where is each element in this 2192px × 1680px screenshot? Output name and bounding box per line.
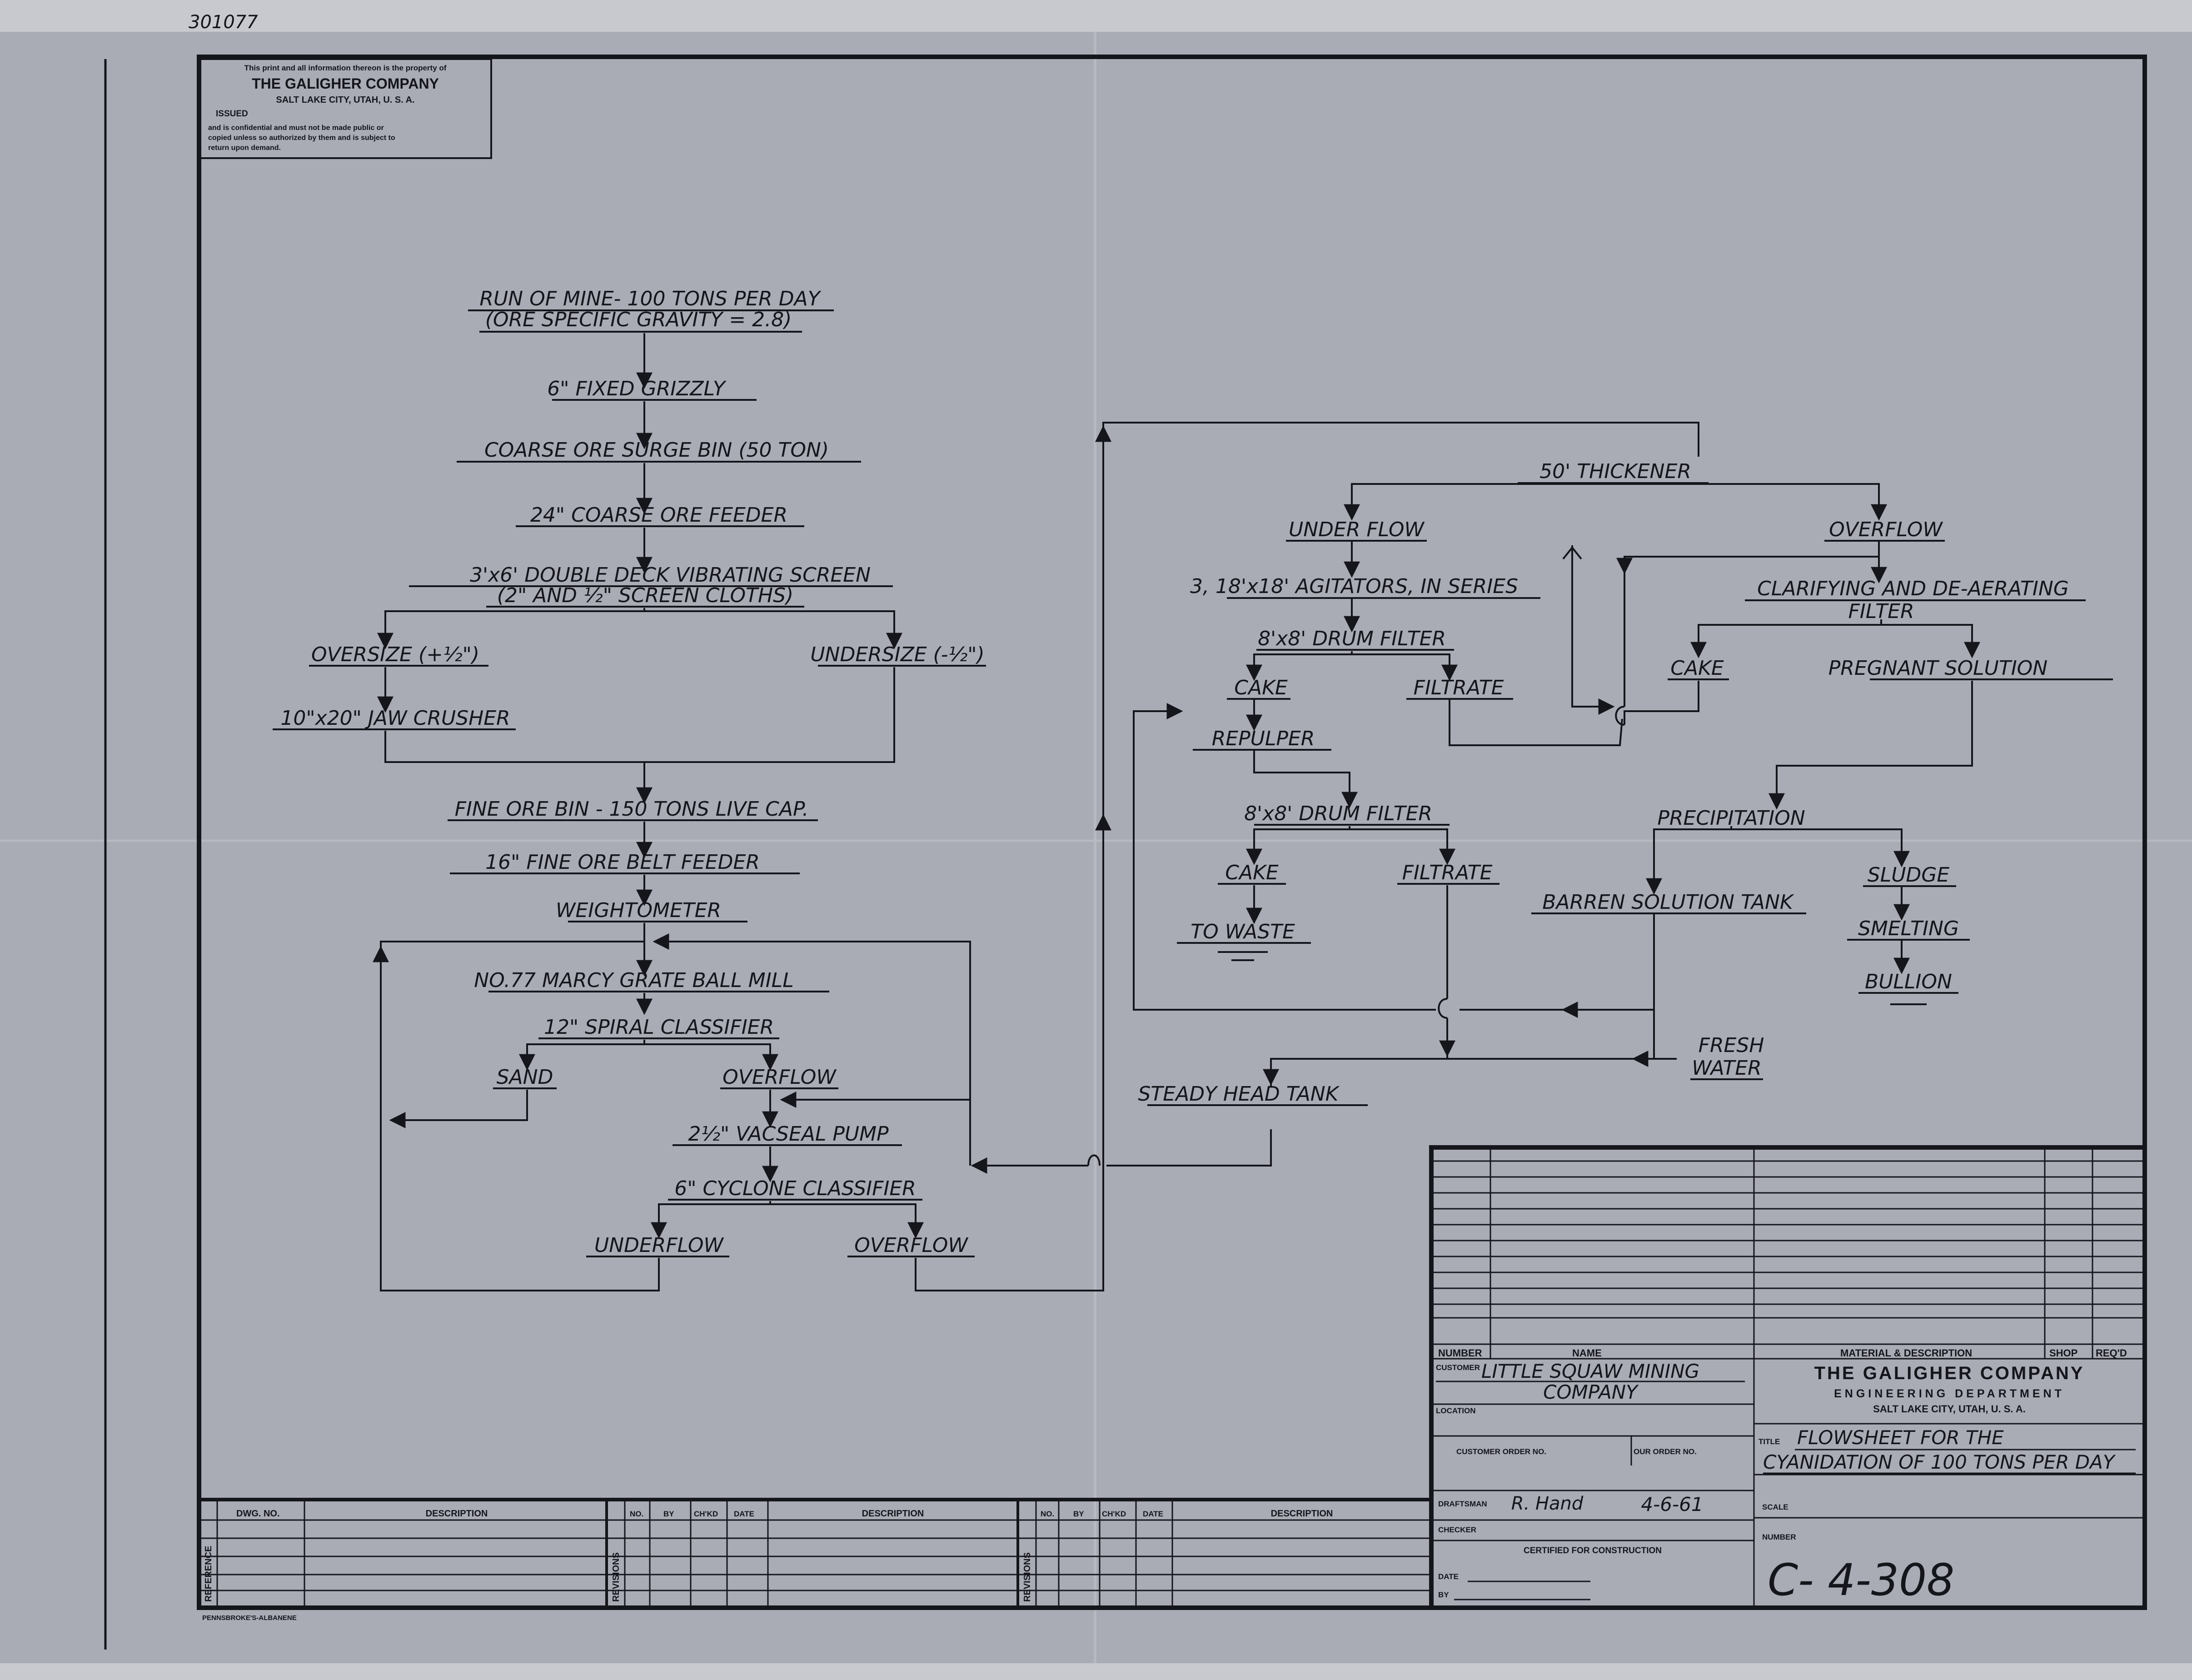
tb-title-line-1: FLOWSHEET FOR THE (1797, 1426, 2004, 1449)
tb-checker-label: CHECKER (1438, 1525, 1476, 1534)
label-spiral-classifier: 12" SPIRAL CLASSIFIER (544, 1016, 774, 1039)
label-jaw-crusher: 10"x20" JAW CRUSHER (280, 707, 510, 730)
rev1-vertical-label: REVISIONS (611, 1552, 621, 1602)
tb-certified-label: CERTIFIED FOR CONSTRUCTION (1524, 1546, 1662, 1555)
tb-number-label: NUMBER (1762, 1533, 1796, 1541)
tb-company: THE GALIGHER COMPANY (1814, 1363, 2085, 1383)
label-cyclone: 6" CYCLONE CLASSIFIER (674, 1177, 916, 1200)
label-belt-feeder: 16" FINE ORE BELT FEEDER (485, 851, 760, 874)
label-gravity: (ORE SPECIFIC GRAVITY = 2.8) (485, 308, 792, 331)
notice-line3: copied unless so authorized by them and … (208, 134, 395, 142)
notice-issued: ISSUED (216, 109, 248, 119)
tb-customer-label: CUSTOMER (1436, 1363, 1480, 1372)
label-screen-cloths: (2" AND ½" SCREEN CLOTHS) (497, 584, 793, 607)
label-drum-filter-2: 8'x8' DRUM FILTER (1244, 802, 1432, 825)
tb-number-header: NUMBER (1438, 1347, 1482, 1359)
label-oversize: OVERSIZE (+½") (311, 643, 479, 666)
label-cake-2: CAKE (1225, 861, 1279, 884)
label-thickener: 50' THICKENER (1539, 460, 1691, 483)
bottom-strip (199, 1498, 1431, 1608)
label-spiral-overflow: OVERFLOW (722, 1066, 837, 1089)
notice-city: SALT LAKE CITY, UTAH, U. S. A. (276, 95, 414, 105)
label-repulper: REPULPER (1212, 727, 1315, 750)
label-precipitation: PRECIPITATION (1657, 807, 1805, 830)
label-filtrate-2: FILTRATE (1402, 861, 1493, 884)
tb-shop-header: SHOP (2049, 1347, 2077, 1359)
label-cyclone-overflow: OVERFLOW (854, 1234, 968, 1257)
rev2-no-header: NO. (1041, 1510, 1054, 1518)
rev1-date-header: DATE (734, 1510, 754, 1518)
rev2-vertical-label: REVISIONS (1022, 1552, 1032, 1602)
label-filter: FILTER (1848, 600, 1914, 623)
label-screen: 3'x6' DOUBLE DECK VIBRATING SCREEN (470, 563, 871, 587)
label-ball-mill: NO.77 MARCY GRATE BALL MILL (474, 969, 793, 992)
tb-customer-name-2: COMPANY (1543, 1381, 1639, 1403)
tb-name-header: NAME (1572, 1347, 1602, 1359)
label-vacseal-pump: 2½" VACSEAL PUMP (688, 1122, 889, 1146)
paper-maker-mark: PENNSBROKE'S-ALBANENE (202, 1614, 297, 1622)
rev1-description-header: DESCRIPTION (862, 1509, 924, 1519)
label-weightometer: WEIGHTOMETER (556, 899, 721, 922)
ref-description-header: DESCRIPTION (426, 1509, 488, 1519)
tb-department: ENGINEERING DEPARTMENT (1834, 1387, 2065, 1400)
label-bullion: BULLION (1865, 970, 1952, 993)
label-thickener-overflow: OVERFLOW (1829, 518, 1943, 541)
label-undersize: UNDERSIZE (-½") (810, 643, 984, 666)
label-to-waste: TO WASTE (1191, 920, 1295, 943)
rev2-chkd-header: CH'KD (1102, 1510, 1126, 1518)
label-cake-3: CAKE (1670, 657, 1724, 680)
rev2-by-header: BY (1073, 1510, 1084, 1518)
tb-title-line-2: CYANIDATION OF 100 TONS PER DAY (1763, 1451, 2116, 1473)
label-sand: SAND (497, 1066, 553, 1089)
label-agitators: 3, 18'x18' AGITATORS, IN SERIES (1190, 575, 1518, 598)
tb-city: SALT LAKE CITY, UTAH, U. S. A. (1873, 1403, 2026, 1415)
tb-our-order-label: OUR ORDER NO. (1634, 1447, 1697, 1456)
rev1-by-header: BY (663, 1510, 674, 1518)
tb-date-value: 4-6-61 (1641, 1493, 1703, 1515)
rev2-date-header: DATE (1143, 1510, 1163, 1518)
label-cyclone-underflow: UNDERFLOW (594, 1234, 724, 1257)
rev1-chkd-header: CH'KD (694, 1510, 718, 1518)
notice-line4: return upon demand. (208, 144, 281, 152)
label-run-of-mine: RUN OF MINE- 100 TONS PER DAY (479, 287, 821, 310)
label-filtrate-1: FILTRATE (1414, 676, 1504, 699)
label-pregnant: PREGNANT SOLUTION (1828, 657, 2048, 680)
tb-reqd-header: REQ'D (2096, 1347, 2127, 1359)
label-clarifying: CLARIFYING AND DE-AERATING (1757, 577, 2069, 600)
tb-draftsman-label: DRAFTSMAN (1438, 1500, 1487, 1508)
label-cake-1: CAKE (1234, 676, 1288, 699)
label-steady-head: STEADY HEAD TANK (1138, 1082, 1340, 1106)
ref-dwg-no-header: DWG. NO. (236, 1509, 280, 1519)
tb-scale-label: SCALE (1762, 1503, 1788, 1511)
tb-draftsman-signature: R. Hand (1511, 1493, 1584, 1514)
tb-by-label: BY (1438, 1590, 1449, 1599)
notice-line1: This print and all information thereon i… (244, 64, 447, 72)
notice-line2: and is confidential and must not be made… (208, 124, 384, 132)
ownership-notice: This print and all information thereon i… (199, 58, 492, 159)
label-barren: BARREN SOLUTION TANK (1542, 891, 1794, 914)
tb-customer-name-1: LITTLE SQUAW MINING (1481, 1360, 1699, 1382)
label-thickener-underflow: UNDER FLOW (1289, 518, 1425, 541)
notice-company: THE GALIGHER COMPANY (252, 75, 439, 92)
rev1-no-header: NO. (630, 1510, 643, 1518)
label-coarse-feeder: 24" COARSE ORE FEEDER (530, 504, 787, 527)
corner-mark: 301077 (189, 12, 258, 33)
rev2-description-header: DESCRIPTION (1271, 1509, 1333, 1519)
label-fine-bin: FINE ORE BIN - 150 TONS LIVE CAP. (455, 798, 809, 821)
title-block (1429, 1145, 2147, 1610)
tb-title-label: TITLE (1759, 1437, 1780, 1446)
label-grizzly: 6" FIXED GRIZZLY (547, 377, 727, 400)
tb-date-label: DATE (1438, 1572, 1459, 1581)
label-sludge: SLUDGE (1868, 863, 1950, 887)
tb-drawing-number: C- 4-308 (1768, 1555, 1954, 1605)
tb-customer-order-label: CUSTOMER ORDER NO. (1456, 1447, 1546, 1456)
label-water: WATER (1692, 1057, 1761, 1080)
tb-material-header: MATERIAL & DESCRIPTION (1840, 1347, 1972, 1359)
ref-vertical-label: REFERENCE (204, 1546, 214, 1602)
label-smelting: SMELTING (1858, 917, 1959, 940)
tb-location-label: LOCATION (1436, 1406, 1476, 1415)
label-fresh: FRESH (1699, 1034, 1764, 1057)
label-surge-bin: COARSE ORE SURGE BIN (50 TON) (484, 439, 829, 462)
